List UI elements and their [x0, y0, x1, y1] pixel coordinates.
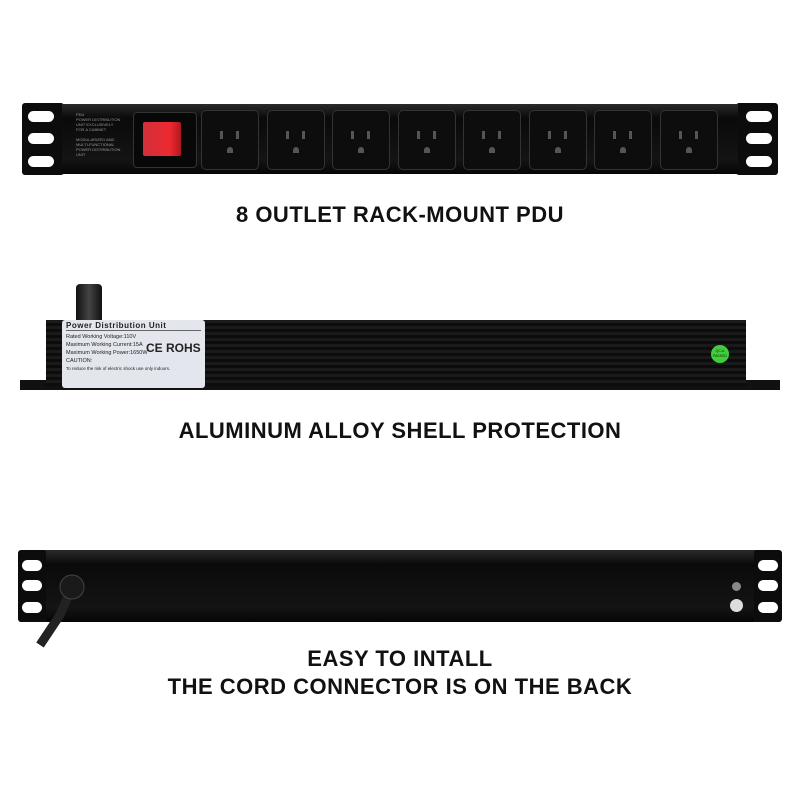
caption-outlets: 8 OUTLET RACK-MOUNT PDU [235, 202, 565, 227]
certification-marks: CE ROHS [146, 341, 201, 355]
pdu-back-body [46, 550, 754, 622]
cable-gland [76, 284, 102, 322]
left-mounting-ear [18, 550, 48, 622]
right-mounting-ear [736, 103, 778, 175]
outlet [659, 110, 718, 170]
caption-shell: ALUMINUM ALLOY SHELL PROTECTION [178, 418, 622, 443]
spec-label: Power Distribution Unit Rated Working Vo… [62, 320, 205, 388]
outlet [528, 110, 587, 170]
right-mounting-ear [752, 550, 782, 622]
caption-install: EASY TO INTALL THE CORD CONNECTOR IS ON … [167, 646, 633, 699]
outlet [332, 110, 390, 170]
power-cord [36, 574, 85, 648]
outlet [594, 110, 652, 170]
outlet [266, 110, 325, 170]
ground-screw-icon [732, 582, 741, 591]
power-switch[interactable] [143, 122, 181, 156]
label-title: Power Distribution Unit [66, 322, 201, 331]
ground-symbol-icon [730, 599, 743, 612]
outlet [463, 110, 521, 170]
left-mounting-ear [22, 103, 64, 175]
outlet [397, 110, 456, 170]
outlet [201, 110, 259, 170]
switch-housing [133, 112, 197, 168]
